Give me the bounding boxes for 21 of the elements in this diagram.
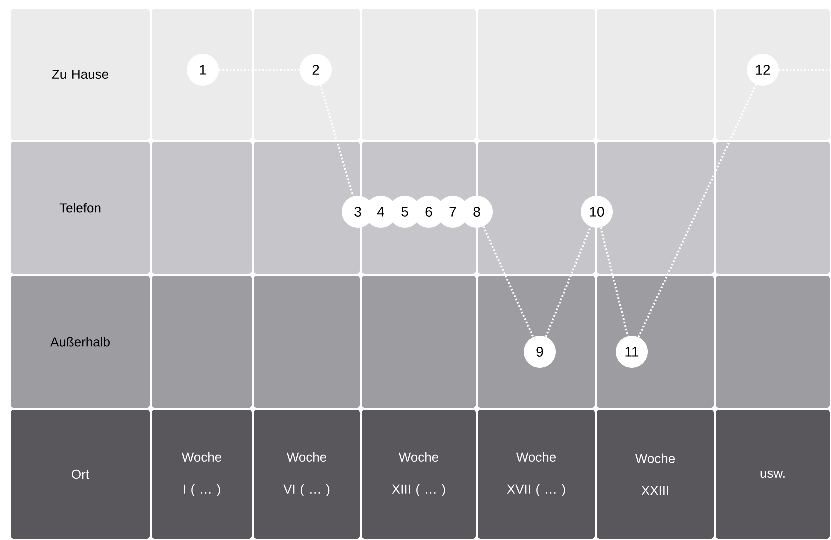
- row-header-cell: Außerhalb: [11, 276, 150, 408]
- row-header-cell: Telefon: [11, 142, 150, 274]
- dotted-line: [320, 85, 354, 197]
- node-label: 8: [474, 207, 480, 217]
- column-header-cell: usw.: [716, 410, 830, 539]
- node-label: 7: [450, 207, 456, 217]
- dotted-line: [600, 227, 630, 337]
- column-header-cell: Woche VI ( … ): [254, 410, 360, 539]
- node-label: 6: [426, 207, 432, 217]
- column-header-cell: Woche XVII ( … ): [478, 410, 595, 539]
- dotted-line: [638, 84, 758, 338]
- node-label: 3: [354, 207, 362, 217]
- node-label: 4: [377, 207, 384, 217]
- column-header-cell: Woche XIII ( … ): [362, 410, 476, 539]
- dotted-line: [545, 226, 592, 338]
- column-header-cell: Ort: [11, 410, 150, 539]
- column-header-cell: Woche I ( … ): [152, 410, 252, 539]
- column-header-cell: Woche XXIII: [597, 410, 714, 539]
- dotted-line: [482, 226, 534, 338]
- node-label: 5: [402, 207, 408, 217]
- row-header-cell: Zu Hause: [11, 9, 150, 140]
